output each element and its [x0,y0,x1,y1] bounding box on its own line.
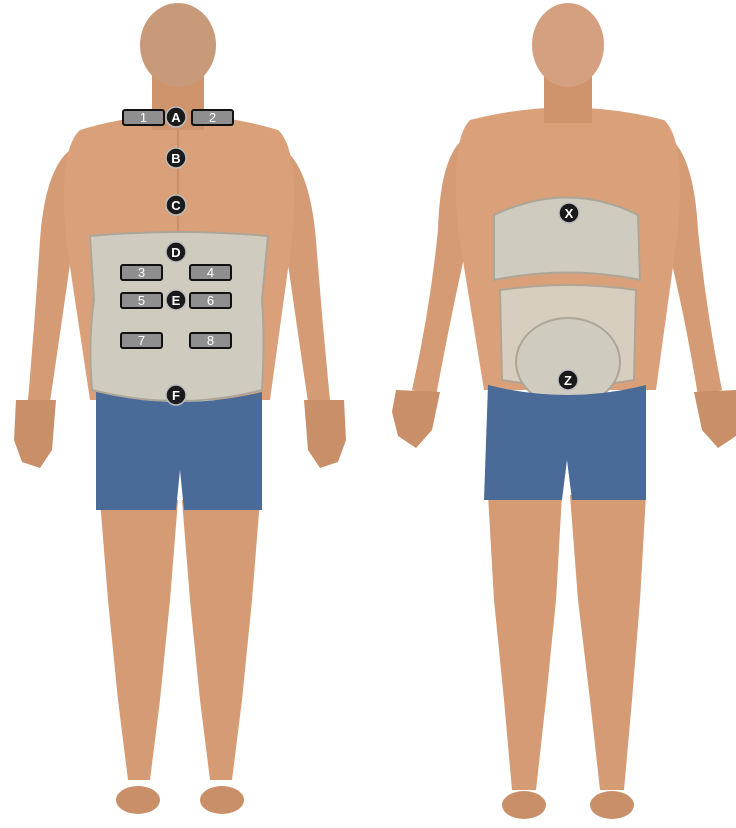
front-right-leg [570,495,646,790]
marker-z-label: Z [564,373,572,388]
box-8-label: 8 [207,333,214,348]
marker-d: D [166,242,186,262]
front-view-figure [392,3,736,819]
marker-x: X [559,203,579,223]
front-left-hand [392,390,440,448]
box-7-label: 7 [138,333,145,348]
box-1-label: 1 [140,110,147,125]
box-8: 8 [190,333,231,348]
box-3: 3 [121,265,162,280]
box-2: 2 [192,110,233,125]
back-left-leg [100,500,178,780]
back-left-hand [14,400,56,468]
front-lower-brace [516,318,620,406]
box-5: 5 [121,293,162,308]
marker-b-label: B [171,151,180,166]
box-2-label: 2 [209,110,216,125]
box-3-label: 3 [138,265,145,280]
front-right-foot [590,791,634,819]
box-4-label: 4 [207,265,214,280]
back-shorts [96,392,262,510]
box-4: 4 [190,265,231,280]
back-right-foot [200,786,244,814]
front-head [532,3,604,87]
box-5-label: 5 [138,293,145,308]
marker-f-label: F [172,388,180,403]
front-left-foot [502,791,546,819]
marker-b: B [166,148,186,168]
front-shorts [484,385,646,500]
back-left-foot [116,786,160,814]
marker-a: A [166,107,186,127]
box-1: 1 [123,110,164,125]
marker-e: E [166,290,186,310]
box-6: 6 [190,293,231,308]
marker-z: Z [558,370,578,390]
back-right-hand [304,400,346,468]
marker-c: C [166,195,186,215]
marker-e-label: E [172,293,181,308]
front-left-leg [488,495,562,790]
box-6-label: 6 [207,293,214,308]
marker-d-label: D [171,245,180,260]
marker-f: F [166,385,186,405]
box-7: 7 [121,333,162,348]
back-head [140,3,216,87]
marker-a-label: A [171,110,181,125]
marker-x-label: X [565,206,574,221]
back-right-leg [182,500,260,780]
marker-c-label: C [171,198,181,213]
front-right-hand [694,390,736,448]
